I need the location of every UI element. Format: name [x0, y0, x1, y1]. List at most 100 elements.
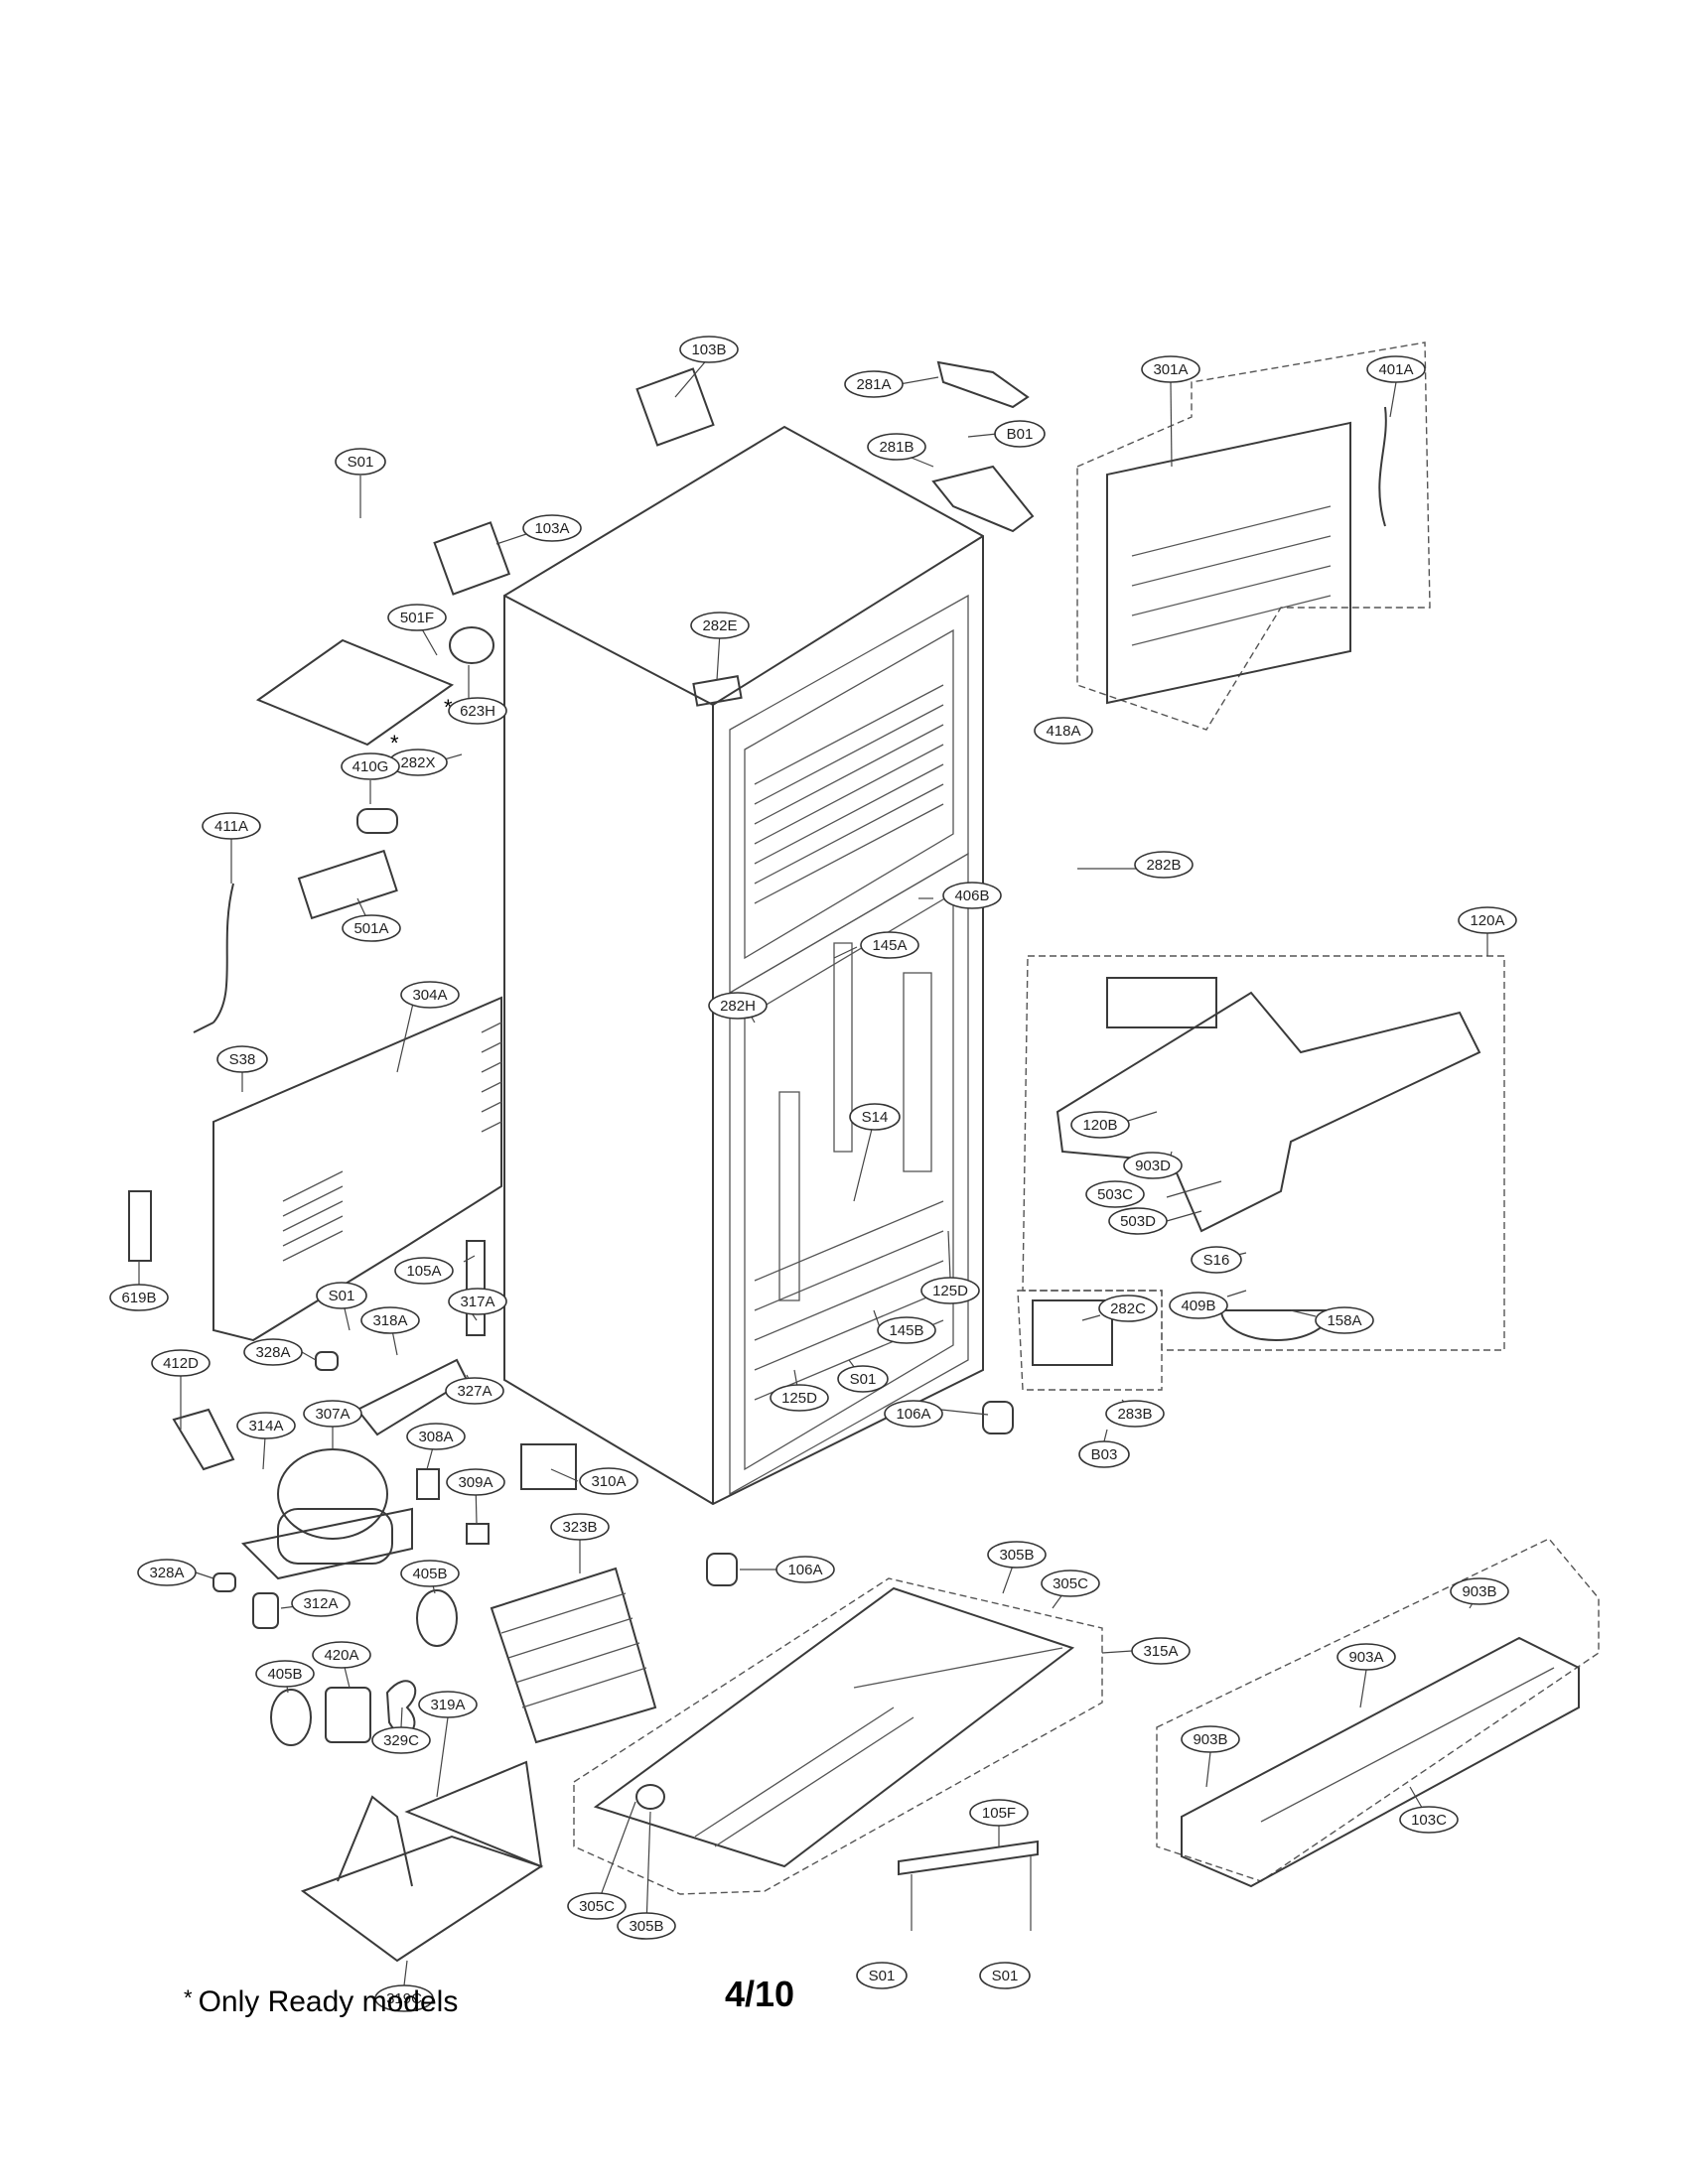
cover-282E	[692, 675, 743, 707]
part-label-text: 304A	[412, 987, 447, 1004]
part-label-text: 409B	[1181, 1297, 1215, 1314]
part-label-text: 411A	[214, 818, 248, 835]
part-label: S01	[837, 1365, 889, 1393]
part-label-text: 309A	[458, 1474, 492, 1491]
part-label-text: 903B	[1462, 1583, 1496, 1600]
part-label: 301A	[1141, 355, 1200, 383]
part-label: 282X	[388, 749, 448, 776]
part-label-text: 103C	[1411, 1812, 1447, 1829]
pcb-board	[297, 849, 398, 920]
part-label-text: 418A	[1046, 723, 1080, 740]
part-label: 314A	[236, 1412, 296, 1439]
part-label: 317A	[448, 1288, 507, 1315]
part-label: 412D	[151, 1349, 211, 1377]
part-label-text: 307A	[315, 1406, 350, 1423]
part-label-text: 283B	[1117, 1406, 1152, 1423]
part-label-text: S01	[992, 1968, 1019, 1984]
part-label: 282E	[690, 612, 750, 639]
part-label-text: B01	[1007, 426, 1034, 443]
part-label-text: 305B	[629, 1918, 663, 1935]
part-label: 282H	[708, 992, 768, 1020]
part-label: 310A	[579, 1467, 638, 1495]
page-number: 4/10	[725, 1974, 795, 2014]
footnote-symbol: *	[184, 1985, 193, 2010]
part-label: 405B	[255, 1660, 315, 1688]
part-label: 125D	[920, 1277, 980, 1304]
part-label: S16	[1191, 1246, 1242, 1274]
part-label: 307A	[303, 1400, 362, 1428]
part-label-text: 328A	[149, 1565, 184, 1581]
part-label: B01	[994, 420, 1046, 448]
part-label: 410G	[341, 752, 400, 780]
part-label: 105F	[969, 1799, 1029, 1827]
part-label: 304A	[400, 981, 460, 1009]
part-label: 308A	[406, 1423, 466, 1450]
part-label: 281A	[844, 370, 904, 398]
part-label: 305B	[987, 1541, 1047, 1569]
part-label: 309A	[446, 1468, 505, 1496]
part-label: 312A	[291, 1589, 351, 1617]
part-label-text: 105F	[982, 1805, 1016, 1822]
part-label-text: 106A	[787, 1562, 822, 1578]
part-label-text: 145A	[872, 937, 907, 954]
part-label: 145B	[877, 1316, 936, 1344]
front-hinge-block-103A	[433, 521, 511, 596]
footnote: *Only Ready models	[184, 1985, 458, 2019]
part-label: 120B	[1070, 1111, 1130, 1139]
fan-motor-mount-a	[416, 1589, 458, 1647]
part-label-text: 503C	[1097, 1186, 1133, 1203]
part-label-text: 623H	[460, 703, 495, 720]
top-hinge	[931, 465, 1035, 533]
condenser-coil	[490, 1567, 657, 1744]
part-label: 120A	[1458, 906, 1517, 934]
part-label-text: 903D	[1135, 1158, 1171, 1174]
part-label-layer: 103B 281A 301A 401A 281B B01 S01 103A 50…	[109, 336, 1517, 2012]
part-label-text: 125D	[932, 1283, 968, 1299]
part-label: 501F	[387, 604, 447, 631]
part-label: 503C	[1085, 1180, 1145, 1208]
part-label-text: 105A	[406, 1263, 441, 1280]
drain-tray	[300, 1760, 544, 1963]
part-label: 903A	[1336, 1643, 1396, 1671]
part-label-text: 145B	[889, 1322, 923, 1339]
knob-part	[449, 626, 494, 664]
bottom-grille-group	[1156, 1538, 1600, 1888]
leveling-foot-rear	[706, 1553, 738, 1586]
part-label: B03	[1078, 1440, 1130, 1468]
part-label: S38	[216, 1045, 268, 1073]
part-label-text: 282H	[720, 998, 756, 1015]
ice-maker-group	[1017, 955, 1505, 1391]
part-label: 411A	[202, 812, 261, 840]
part-label-text: 158A	[1327, 1312, 1361, 1329]
part-label: S01	[979, 1962, 1031, 1989]
part-label-text: 314A	[248, 1418, 283, 1434]
part-label-text: 281B	[879, 439, 914, 456]
part-label-text: 308A	[418, 1429, 453, 1445]
control-box-cover	[255, 638, 455, 747]
rear-cover-panel	[212, 996, 502, 1342]
part-label-text: 120B	[1082, 1117, 1117, 1134]
part-label-text: 903A	[1348, 1649, 1383, 1666]
part-label: 329C	[371, 1726, 431, 1754]
part-label-text: S14	[862, 1109, 889, 1126]
part-label: S01	[856, 1962, 908, 1989]
part-label: 158A	[1315, 1306, 1374, 1334]
part-label: 282B	[1134, 851, 1194, 879]
part-label-text: 282B	[1146, 857, 1181, 874]
part-label: 323B	[550, 1513, 610, 1541]
part-label-text: 281A	[856, 376, 891, 393]
power-cord	[193, 883, 234, 1033]
part-label: 103C	[1399, 1806, 1459, 1834]
front-hinge-block-103B	[635, 367, 715, 447]
part-label-text: 305C	[579, 1898, 615, 1915]
part-label: 281B	[867, 433, 926, 461]
bracket-310A	[520, 1443, 577, 1490]
part-label: 503D	[1108, 1207, 1168, 1235]
part-label-text: 282E	[702, 617, 737, 634]
part-label-text: 619B	[121, 1290, 156, 1306]
part-label: 409B	[1169, 1292, 1228, 1319]
part-label-text: 329C	[383, 1732, 419, 1749]
part-label-text: 318A	[372, 1312, 407, 1329]
bracket-309A	[466, 1523, 490, 1545]
